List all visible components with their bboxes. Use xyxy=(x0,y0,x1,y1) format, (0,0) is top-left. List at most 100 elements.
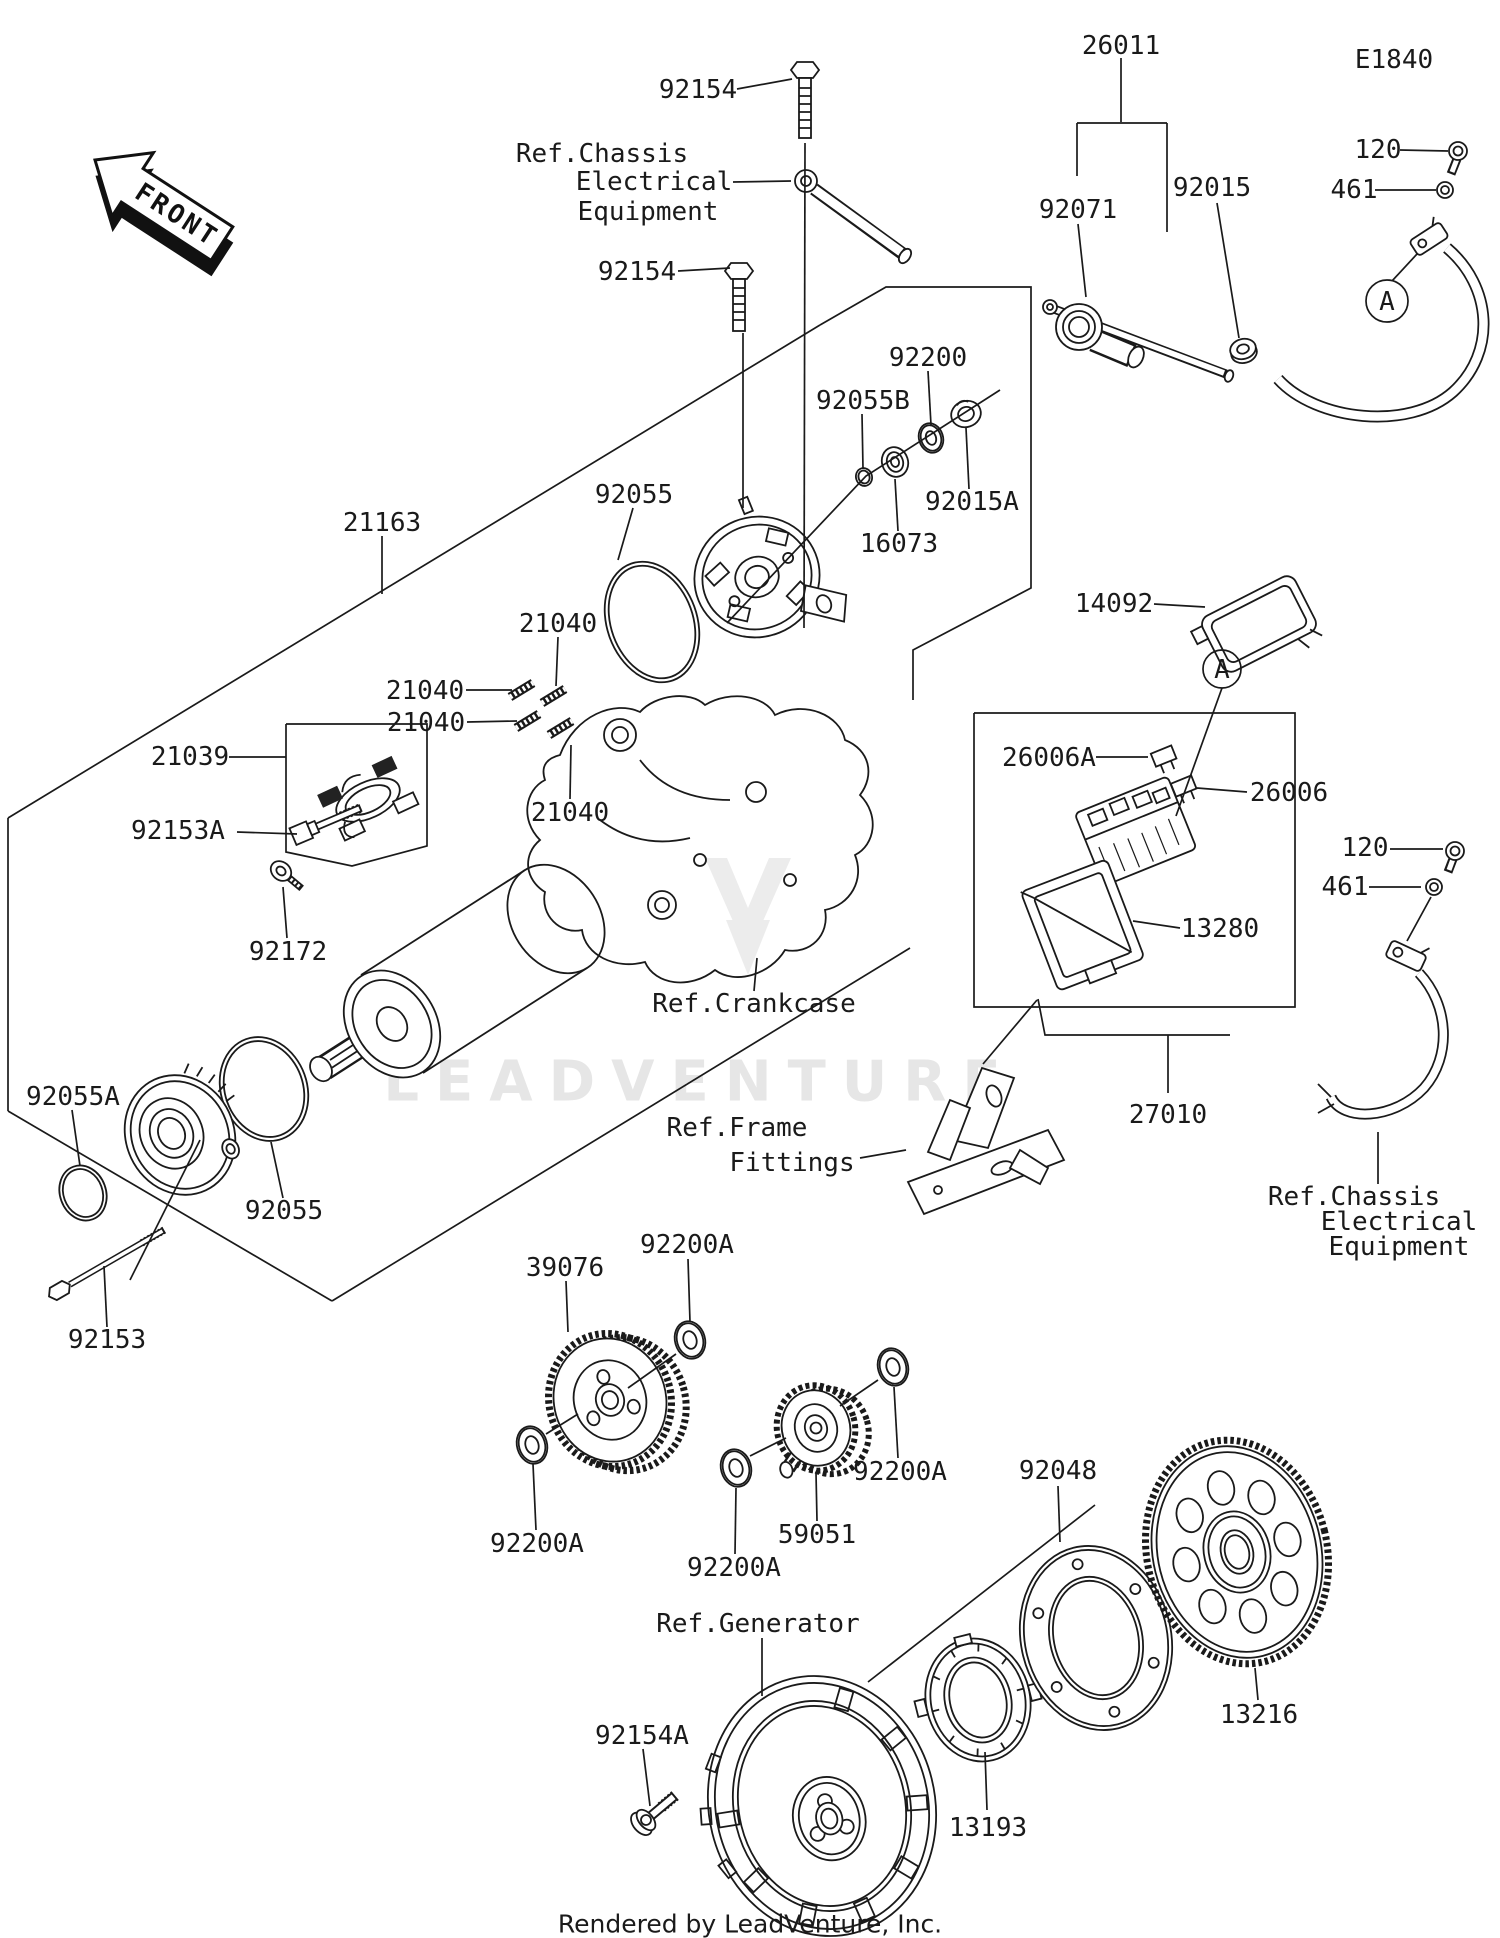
clutch-plate-92048 xyxy=(1018,1545,1174,1731)
washer-92200A-3 xyxy=(719,1448,753,1488)
ref-label: Ref.Frame xyxy=(666,1113,808,1143)
part-label-92154A: 92154A xyxy=(595,1721,689,1751)
part-label-92153: 92153 xyxy=(67,1325,147,1355)
cable-clamp-top xyxy=(1409,216,1449,256)
brush-springs xyxy=(507,679,575,739)
cable-terminal xyxy=(794,169,913,265)
part-label-92055: 92055 xyxy=(594,480,674,510)
frame-fittings-bracket xyxy=(906,1066,1066,1216)
nut-92015 xyxy=(1229,337,1258,364)
starter-armature xyxy=(309,863,606,1083)
idle-gear-39076 xyxy=(545,1329,690,1475)
bolt-92153A xyxy=(288,803,363,847)
part-label-21040: 21040 xyxy=(518,609,598,639)
diagram-code: E1840 xyxy=(1354,45,1434,75)
part-label-13193: 13193 xyxy=(948,1813,1028,1843)
part-label-14092: 14092 xyxy=(1074,589,1154,619)
part-label-92200A: 92200A xyxy=(640,1230,734,1260)
terminal-boot-92071 xyxy=(1055,303,1145,369)
washer-461-lower xyxy=(1425,878,1443,896)
crankcase-reference xyxy=(526,695,874,984)
part-label-92015A: 92015A xyxy=(925,487,1019,517)
part-label-21040: 21040 xyxy=(385,676,465,706)
part-label-39076: 39076 xyxy=(525,1253,605,1283)
clutch-gear-13216 xyxy=(1141,1436,1333,1668)
part-label-92015: 92015 xyxy=(1172,173,1252,203)
brush-holder-21039 xyxy=(317,755,420,842)
starter-end-cap xyxy=(693,495,848,639)
screw-120-lower xyxy=(1443,841,1465,874)
part-label-92055: 92055 xyxy=(244,1196,324,1226)
part-label-92200A: 92200A xyxy=(490,1529,584,1559)
detail-markers: AA xyxy=(1202,279,1409,689)
oring-92055A xyxy=(58,1164,108,1222)
part-label-26011: 26011 xyxy=(1081,31,1161,61)
part-label-92055B: 92055B xyxy=(816,386,910,416)
washer-92200A-2 xyxy=(515,1425,549,1465)
nut-92015A xyxy=(950,399,982,429)
generator-flywheel xyxy=(699,1675,938,1937)
leader-lines xyxy=(7,58,1449,1811)
washer-92200A-4 xyxy=(876,1347,910,1387)
detail-marker-circle xyxy=(1365,279,1409,323)
starter-relay-26011 xyxy=(1075,776,1196,886)
pinion-gear-59051 xyxy=(773,1382,872,1479)
washer-92200 xyxy=(917,422,945,454)
one-way-clutch-13193 xyxy=(913,1632,1043,1763)
cable-clamp-lower xyxy=(1385,940,1430,972)
watermark-logo xyxy=(705,858,791,975)
part-label-92055A: 92055A xyxy=(26,1082,120,1112)
part-label-92172: 92172 xyxy=(248,937,328,967)
detail-marker-letter: A xyxy=(1214,655,1230,685)
ref-label: Equipment xyxy=(577,197,719,227)
part-label-59051: 59051 xyxy=(777,1520,857,1550)
ref-label: Electrical xyxy=(1320,1207,1478,1237)
front-arrow: FRONT xyxy=(93,150,235,277)
washer-92200A-1 xyxy=(673,1320,707,1360)
ref-label: Ref.Chassis xyxy=(515,139,689,169)
ref-label: Ref.Crankcase xyxy=(652,989,856,1019)
part-label-21040: 21040 xyxy=(530,798,610,828)
part-label-92154: 92154 xyxy=(658,75,738,105)
fuse-26006A xyxy=(1149,744,1178,774)
screw-92172 xyxy=(269,860,304,892)
part-label-16073: 16073 xyxy=(859,529,939,559)
ref-label: Ref.Chassis xyxy=(1267,1182,1441,1212)
outline-boxes xyxy=(285,286,1296,1036)
part-label-26006A: 26006A xyxy=(1002,743,1096,773)
detail-marker-circle xyxy=(1202,649,1242,689)
ref-label: Equipment xyxy=(1328,1232,1470,1262)
collar-16073 xyxy=(880,446,910,478)
part-label-21040: 21040 xyxy=(386,708,466,738)
bolt-92154-second xyxy=(723,262,755,332)
oring-92055-front xyxy=(603,560,701,684)
part-label-120: 120 xyxy=(1354,135,1402,165)
part-label-92048: 92048 xyxy=(1018,1456,1098,1486)
part-label-461: 461 xyxy=(1321,872,1369,902)
wire-harness-lower xyxy=(1325,969,1449,1120)
relay-holder-13280 xyxy=(1020,859,1144,991)
part-label-21039: 21039 xyxy=(150,742,230,772)
part-label-92154: 92154 xyxy=(597,257,677,287)
part-label-92200A: 92200A xyxy=(687,1553,781,1583)
detail-marker-letter: A xyxy=(1379,287,1395,317)
washer-461-top xyxy=(1436,181,1454,199)
part-label-120: 120 xyxy=(1341,833,1389,863)
bolt-92154A xyxy=(630,1791,679,1836)
part-label-92071: 92071 xyxy=(1038,195,1118,225)
ref-label: Fittings xyxy=(729,1148,855,1178)
part-label-26006: 26006 xyxy=(1249,778,1329,808)
part-label-27010: 27010 xyxy=(1128,1100,1208,1130)
part-label-13216: 13216 xyxy=(1219,1700,1299,1730)
screw-120-top xyxy=(1446,141,1468,176)
part-label-13280: 13280 xyxy=(1180,914,1260,944)
end-cover xyxy=(123,1063,240,1196)
part-label-461: 461 xyxy=(1330,175,1378,205)
ref-label: Electrical xyxy=(575,167,733,197)
bolt-92153 xyxy=(48,1226,167,1302)
footer-credit: Rendered by LeadVenture, Inc. xyxy=(557,1909,943,1938)
part-label-21163: 21163 xyxy=(342,508,422,538)
part-label-92200A: 92200A xyxy=(853,1457,947,1487)
